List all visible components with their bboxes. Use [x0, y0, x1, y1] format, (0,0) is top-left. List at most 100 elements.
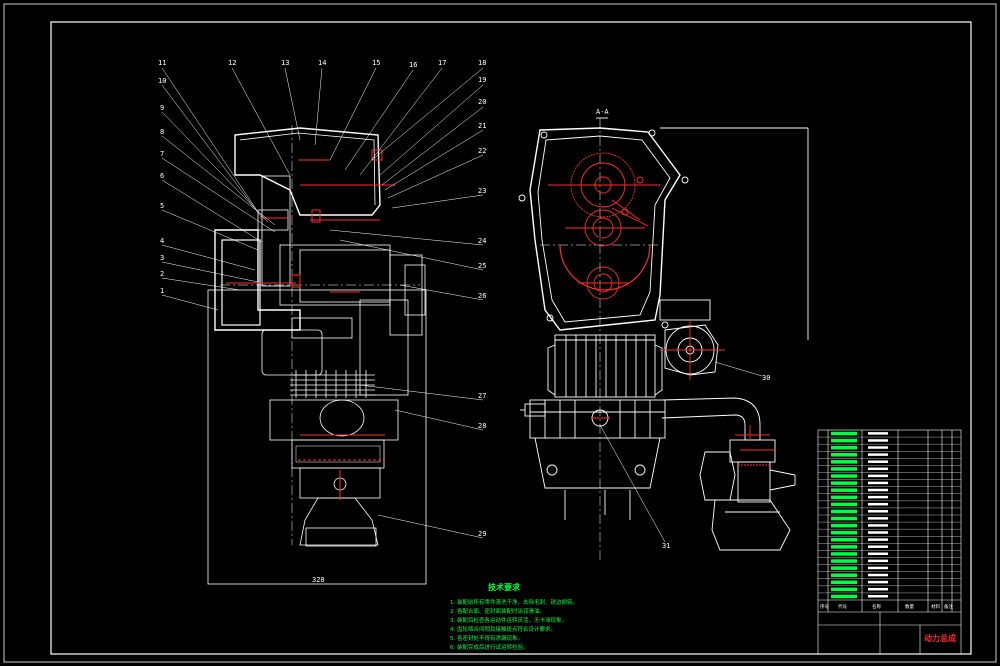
bom-code-mark — [831, 594, 857, 599]
bom-name-mark — [868, 432, 888, 435]
bom-name-mark — [868, 531, 888, 534]
label-24: 24 — [478, 237, 486, 245]
label-1: 1 — [160, 287, 164, 295]
bom-code-mark — [831, 474, 857, 478]
bom-code-mark — [831, 530, 857, 535]
bom-code-mark — [831, 580, 857, 585]
bom-code-mark — [831, 431, 857, 436]
label-26: 26 — [478, 292, 486, 300]
bom-code-mark — [831, 566, 857, 570]
bom-name-mark — [868, 460, 888, 463]
bom-code-mark — [831, 538, 857, 542]
right-view-red-details — [548, 152, 775, 466]
bom-name-mark — [868, 595, 888, 598]
right-leader-lines — [599, 361, 763, 543]
bom-code-mark — [831, 559, 857, 563]
label-22: 22 — [478, 147, 486, 155]
bom-code-mark — [831, 481, 857, 485]
label-13: 13 — [281, 59, 289, 67]
header-col-remark: 备注 — [944, 603, 953, 610]
bom-code-mark — [831, 445, 857, 450]
label-8: 8 — [160, 128, 164, 136]
bom-code-mark — [831, 495, 857, 500]
bom-name-mark — [868, 481, 888, 485]
inner-border — [50, 21, 972, 655]
label-16: 16 — [409, 61, 417, 69]
bom-code-mark — [831, 516, 857, 521]
bom-code-mark — [831, 467, 857, 471]
label-3: 3 — [160, 254, 164, 262]
bom-code-mark — [831, 460, 857, 464]
bom-code-mark — [831, 545, 857, 549]
bom-name-mark — [868, 552, 888, 556]
bom-code-mark — [831, 552, 857, 556]
bom-name-mark — [868, 538, 888, 541]
header-col-qty: 数量 — [905, 603, 914, 610]
right-front-view: A-A — [518, 108, 809, 560]
label-15: 15 — [372, 59, 380, 67]
left-leader-numbers: 11 12 13 14 15 16 17 18 19 20 21 22 23 2… — [158, 59, 486, 584]
label-11: 11 — [158, 59, 166, 67]
bom-code-mark — [831, 438, 857, 443]
label-25: 25 — [478, 262, 486, 270]
bom-name-mark — [868, 488, 888, 492]
bom-name-mark — [868, 566, 888, 570]
notes-title: 技术要求 — [488, 582, 521, 592]
header-col-material: 材料 — [931, 603, 940, 610]
outer-border — [3, 3, 997, 663]
label-17: 17 — [438, 59, 446, 67]
label-4: 4 — [160, 237, 164, 245]
note-line-5: 5. 各密封处不得有渗漏现象。 — [450, 634, 523, 642]
bom-rows — [818, 431, 961, 599]
drawing-name: 动力总成 — [924, 633, 956, 643]
note-line-2: 2. 各配合面、密封面装配时涂润滑油。 — [450, 607, 545, 615]
label-28: 28 — [478, 422, 486, 430]
note-line-4: 4. 齿轮啮合间隙及接触斑点符合设计要求。 — [450, 625, 556, 633]
label-9: 9 — [160, 104, 164, 112]
bom-code-mark — [831, 453, 857, 457]
bom-name-mark — [868, 545, 888, 548]
bom-code-mark — [831, 523, 857, 528]
bom-code-mark — [831, 502, 857, 507]
bom-name-mark — [868, 474, 888, 478]
bom-code-mark — [831, 509, 857, 514]
bom-name-mark — [868, 587, 888, 591]
label-31: 31 — [662, 542, 670, 550]
section-label: A-A — [596, 108, 609, 116]
label-29: 29 — [478, 530, 486, 538]
left-view-red-details — [226, 149, 395, 500]
bom-name-mark — [868, 510, 888, 513]
title-block-header: 序号 代号 名称 数量 材料 备注 动力总成 — [820, 603, 956, 643]
label-21: 21 — [478, 122, 486, 130]
label-20: 20 — [478, 98, 486, 106]
bom-name-mark — [868, 559, 888, 563]
label-23: 23 — [478, 187, 486, 195]
label-14: 14 — [318, 59, 326, 67]
label-5: 5 — [160, 202, 164, 210]
label-7: 7 — [160, 150, 164, 158]
label-10: 10 — [158, 77, 166, 85]
bom-name-mark — [868, 580, 888, 584]
bom-name-mark — [868, 453, 888, 456]
bom-name-mark — [868, 502, 888, 506]
header-col-name: 名称 — [872, 603, 881, 610]
title-block — [817, 429, 962, 655]
bom-name-mark — [868, 439, 888, 442]
bom-code-mark — [831, 573, 857, 577]
header-col-no: 序号 — [820, 603, 829, 610]
bottom-dimension: 328 — [312, 576, 325, 584]
note-line-6: 6. 装配完成后进行试运转检验。 — [450, 643, 529, 651]
left-leader-lines — [161, 67, 484, 539]
label-12: 12 — [228, 59, 236, 67]
bom-name-mark — [868, 446, 888, 449]
bom-name-mark — [868, 524, 888, 527]
label-18: 18 — [478, 59, 486, 67]
bom-name-mark — [868, 495, 888, 499]
label-30: 30 — [762, 374, 770, 382]
technical-requirements: 技术要求 1. 装配前所有零件清洗干净，去除毛刺、锐边倒钝。 2. 各配合面、密… — [450, 582, 578, 651]
bom-name-mark — [868, 573, 888, 577]
header-col-code: 代号 — [838, 603, 847, 610]
note-line-3: 3. 装配后检查各运动件运转灵活，无卡滞现象。 — [450, 616, 567, 624]
note-line-1: 1. 装配前所有零件清洗干净，去除毛刺、锐边倒钝。 — [450, 598, 578, 606]
